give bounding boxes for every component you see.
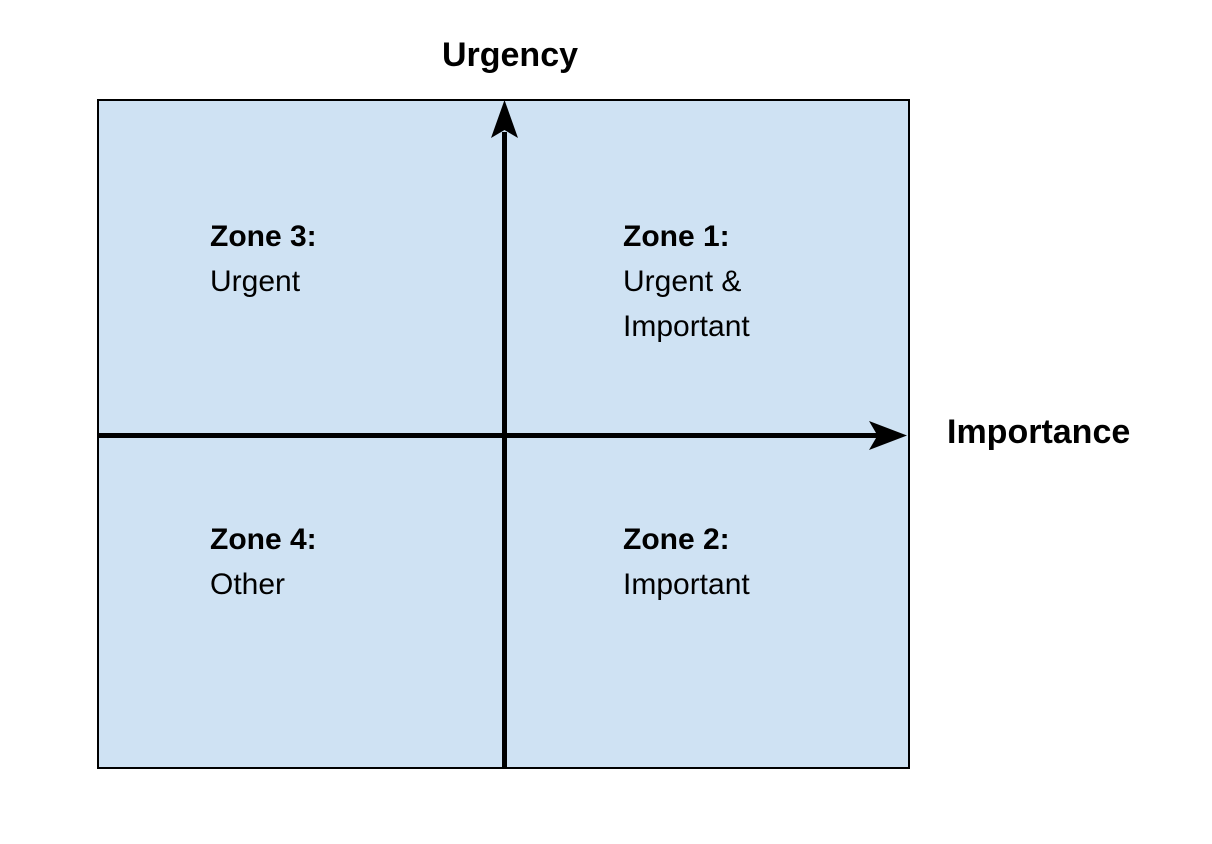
zone-4-description: Other	[210, 568, 286, 601]
zone-1-description: Urgent & Important	[623, 265, 750, 343]
zone-2-description: Important	[623, 568, 750, 601]
importance-axis-arrowhead-icon	[869, 421, 907, 450]
zone-2-label-block: Zone 2: Important	[623, 517, 750, 607]
zone-3-title: Zone 3:	[210, 220, 317, 253]
zone-4-label-block: Zone 4: Other	[210, 517, 317, 607]
urgency-axis-label: Urgency	[441, 36, 579, 74]
urgency-axis-arrowhead-icon	[491, 100, 518, 138]
zone-1-label-block: Zone 1: Urgent & Important	[623, 214, 750, 349]
zone-3-description: Urgent	[210, 265, 301, 298]
importance-axis-label: Importance	[947, 413, 1131, 451]
zone-4-title: Zone 4:	[210, 523, 317, 556]
zone-3-label-block: Zone 3: Urgent	[210, 214, 317, 304]
zone-2-title: Zone 2:	[623, 523, 730, 556]
zone-1-title: Zone 1:	[623, 220, 730, 253]
